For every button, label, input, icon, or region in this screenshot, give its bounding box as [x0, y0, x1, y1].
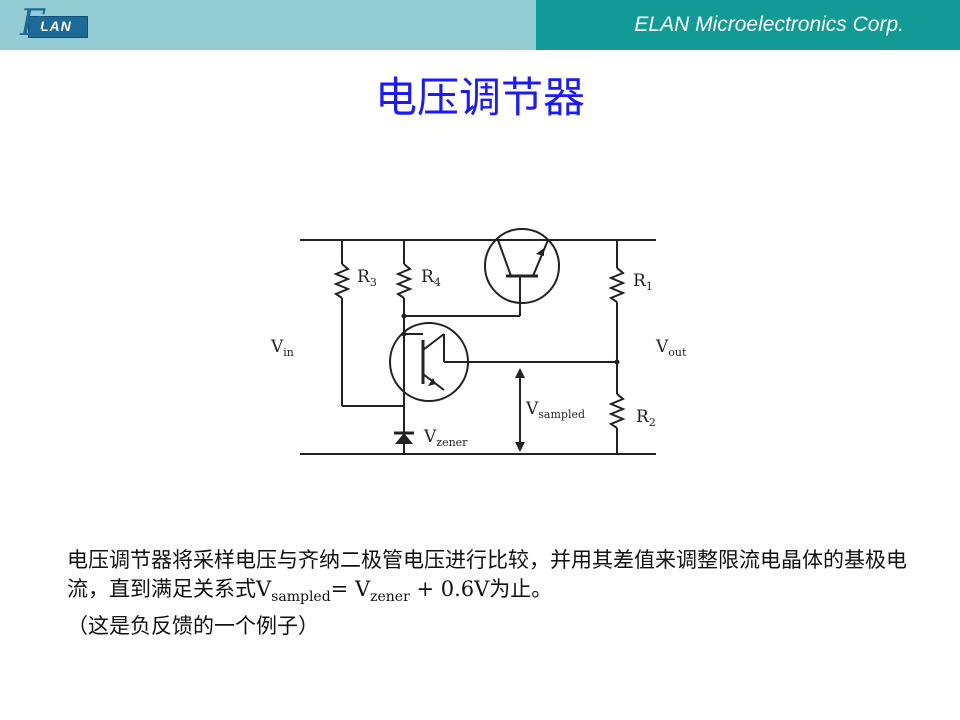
resistor-r4 [395, 263, 413, 299]
circuit-diagram: Vin Vout Vsampled Vzener R1 R2 R3 R4 [268, 222, 693, 457]
resistor-r1 [608, 267, 626, 303]
description-text-2: = V [330, 577, 371, 601]
transistor-upper [484, 228, 560, 304]
label-vout: Vout [656, 337, 687, 359]
description-paragraph: 电压调节器将采样电压与齐纳二极管电压进行比较，并用其差值来调整限流电晶体的基极电… [67, 546, 907, 641]
resistor-r2 [608, 393, 626, 429]
description-note: （这是负反馈的一个例子） [67, 614, 319, 638]
label-vsampled: Vsampled [526, 399, 586, 421]
label-r1: R1 [633, 271, 653, 293]
label-r2: R2 [636, 407, 656, 429]
logo-mark: E [20, 3, 47, 44]
header-bar [0, 0, 536, 50]
company-bar: ELAN Microelectronics Corp. [536, 0, 960, 50]
label-vzener: Vzener [424, 427, 468, 449]
label-vin: Vin [271, 337, 294, 359]
resistor-r3 [333, 263, 351, 299]
label-r4: R4 [421, 267, 441, 289]
elan-logo: LAN E [10, 3, 88, 46]
description-text-1: 电压调节器将采样电压与齐纳二极管电压进行比较，并用其差值来调整限流电晶体的基极电… [67, 548, 907, 601]
logo-box [28, 16, 88, 38]
label-r3: R3 [357, 267, 377, 289]
slide-title: 电压调节器 [374, 73, 585, 122]
logo-text: LAN [40, 18, 72, 34]
company-name: ELAN Microelectronics Corp. [634, 13, 904, 36]
description-sub-zener: zener [370, 589, 410, 605]
zener-diode [395, 433, 413, 444]
description-text-3: + 0.6V为止。 [409, 577, 553, 601]
circuit-schematic [300, 228, 656, 455]
description-sub-sampled: sampled [271, 589, 331, 605]
